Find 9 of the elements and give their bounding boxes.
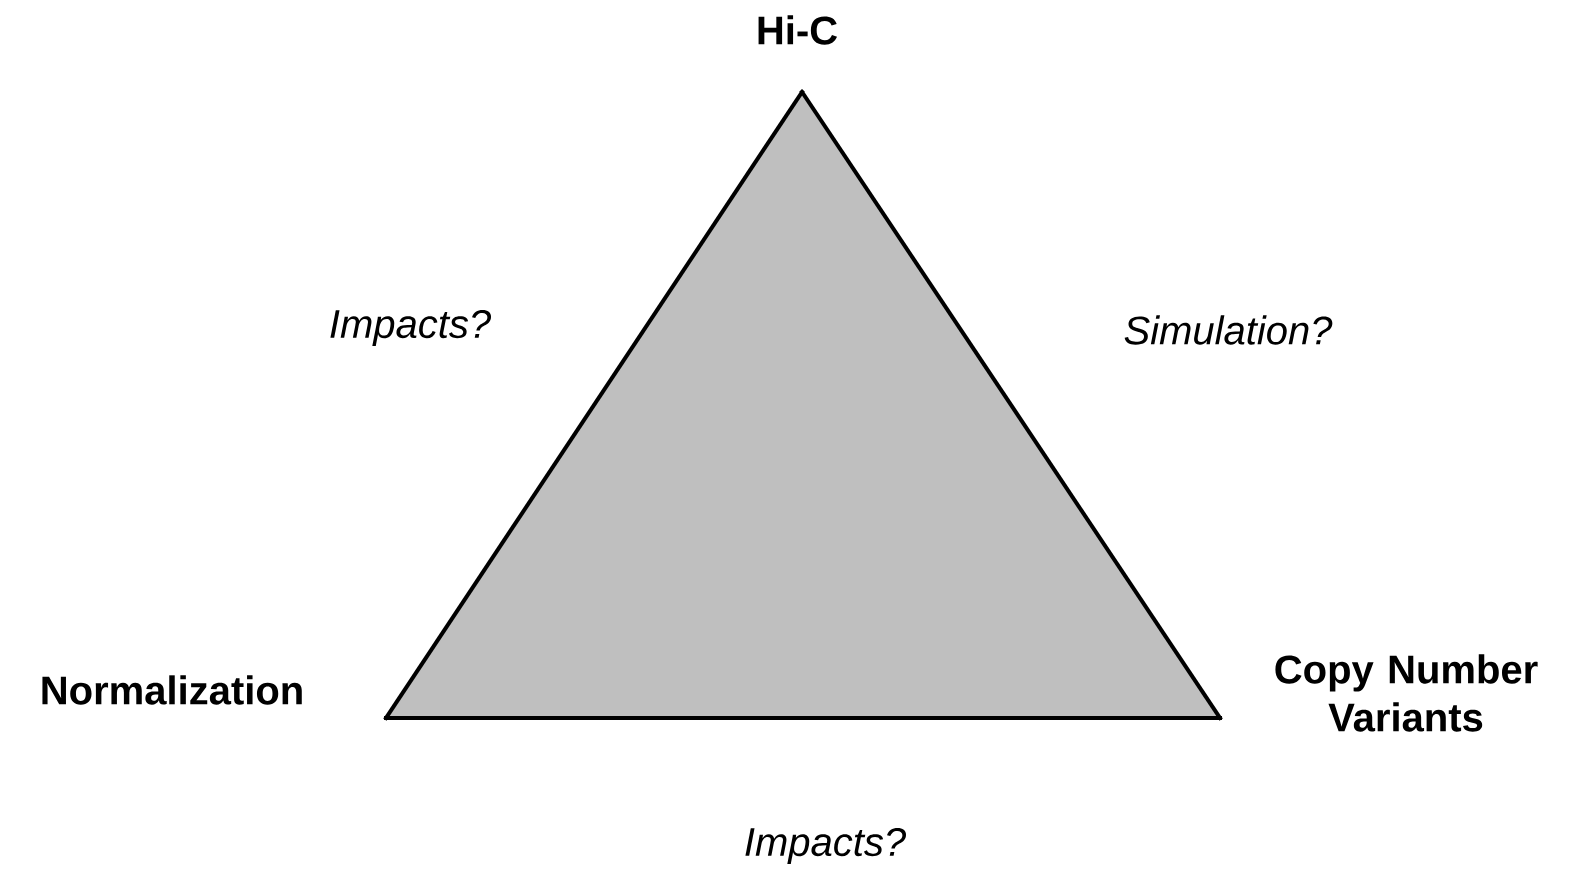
vertex-label: Copy Number Variants (1275, 654, 1538, 732)
triangle-side (800, 90, 1222, 720)
triangle-side (384, 90, 804, 720)
edge-label: Simulation? (1124, 315, 1333, 345)
edge-label: Impacts? (330, 309, 491, 347)
vertex-label: Normalization (42, 675, 302, 705)
edge-label: Impacts? (745, 827, 906, 865)
triangle-side (384, 716, 1222, 720)
vertex-label: Hi-C (758, 15, 837, 45)
